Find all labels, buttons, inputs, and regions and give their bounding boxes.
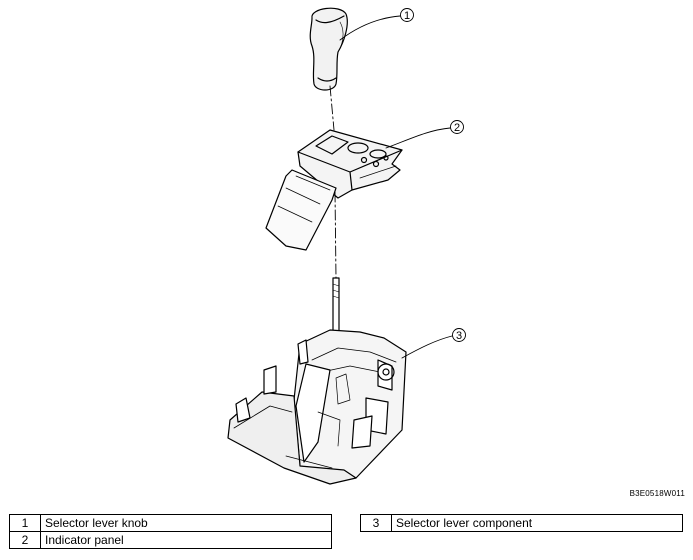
exploded-view-diagram: 1 2 3 xyxy=(227,7,466,485)
indicator-panel xyxy=(265,129,403,251)
svg-text:3: 3 xyxy=(456,330,462,342)
legend-number: 1 xyxy=(9,514,41,532)
legend-number: 2 xyxy=(9,531,41,549)
callout-2: 2 xyxy=(450,120,464,134)
callout-1: 1 xyxy=(400,8,414,22)
legend-table-right: 3 Selector lever component xyxy=(360,514,683,532)
legend-label: Indicator panel xyxy=(40,531,332,549)
legend-row: 2 Indicator panel xyxy=(9,531,332,549)
selector-lever-knob xyxy=(309,7,348,91)
legend-label: Selector lever component xyxy=(391,514,683,532)
legend-number: 3 xyxy=(360,514,392,532)
svg-text:2: 2 xyxy=(454,122,460,134)
legend-table-left: 1 Selector lever knob 2 Indicator panel xyxy=(9,514,332,549)
legend-row: 3 Selector lever component xyxy=(360,514,683,532)
callout-3: 3 xyxy=(452,328,466,342)
svg-text:1: 1 xyxy=(404,10,410,22)
selector-lever-component xyxy=(227,277,407,485)
legend-label: Selector lever knob xyxy=(40,514,332,532)
legend-row: 1 Selector lever knob xyxy=(9,514,332,532)
figure-code: B3E0518W011 xyxy=(629,489,685,498)
